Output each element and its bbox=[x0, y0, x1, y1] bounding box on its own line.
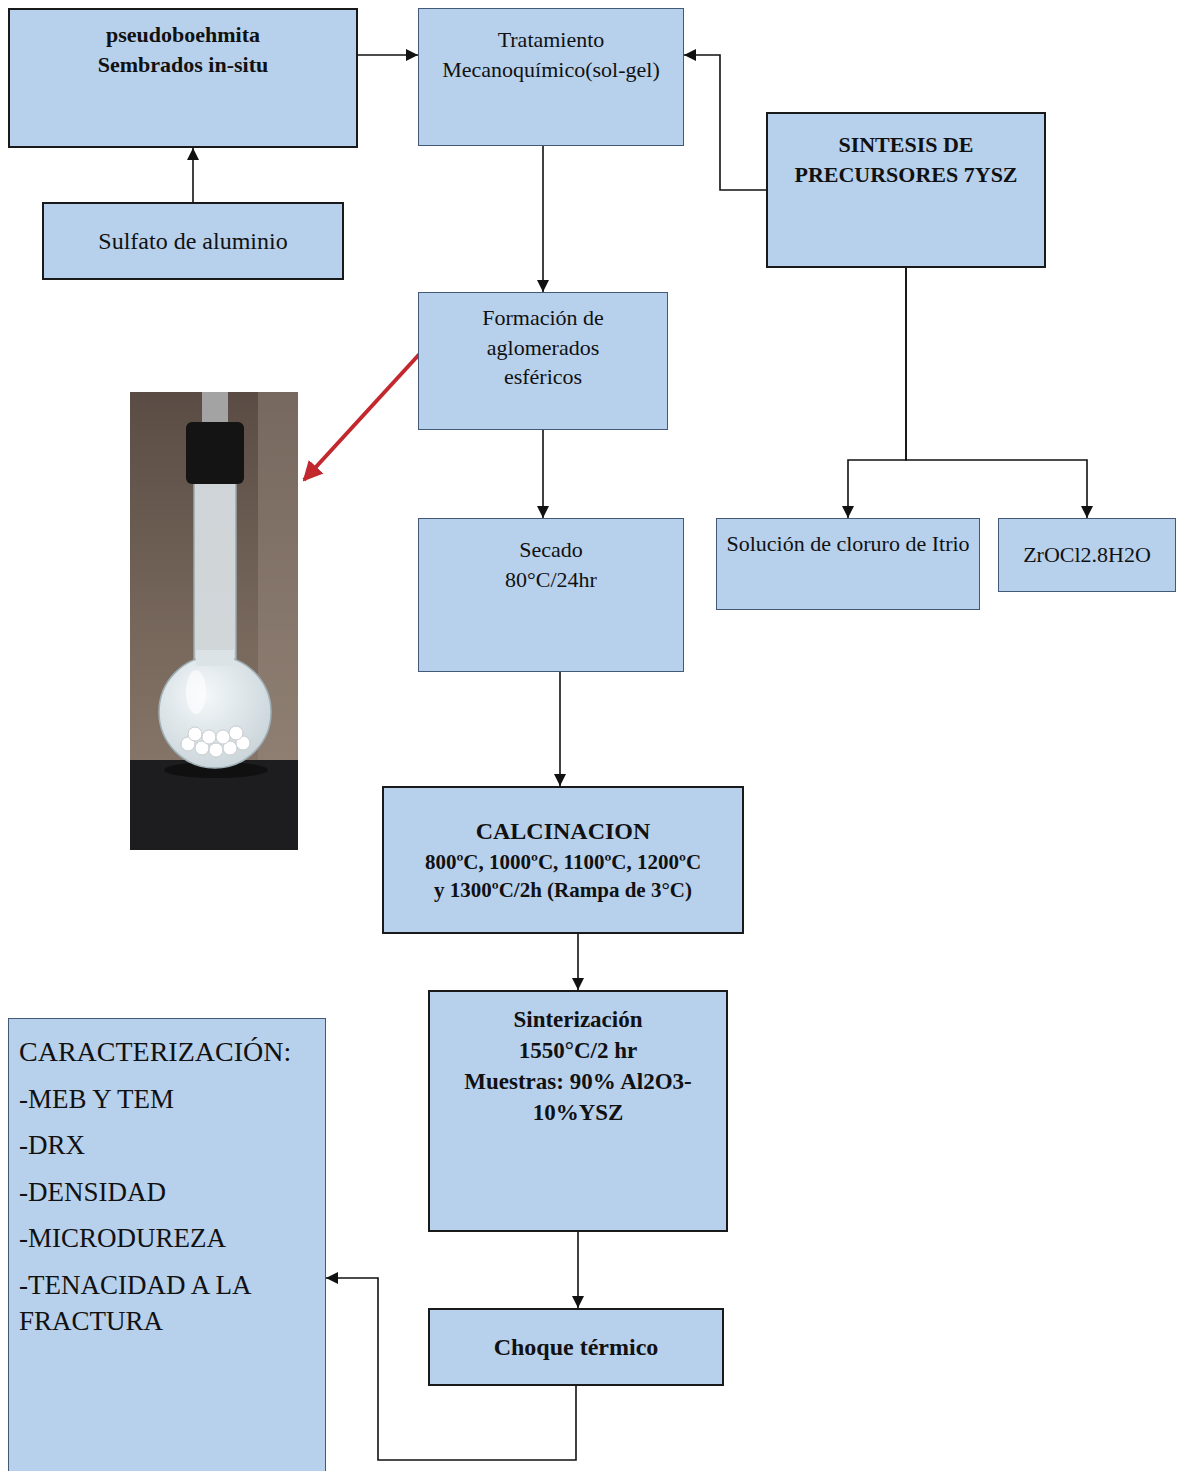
photo-background bbox=[130, 392, 298, 850]
flow-arrow bbox=[192, 148, 194, 202]
flow-arrow bbox=[358, 54, 418, 56]
flow-arrow bbox=[848, 268, 906, 518]
sphere bbox=[202, 730, 216, 744]
results-box: CARACTERIZACIÓN: -MEB Y TEM -DRX -DENSIDAD -… bbox=[8, 1018, 326, 1471]
node-detail: -DENSIDAD bbox=[19, 1174, 166, 1210]
input-box: ZrOCl2.8H2O bbox=[998, 518, 1176, 592]
flow-arrow bbox=[542, 430, 544, 518]
node-detail: -MEB Y TEM bbox=[19, 1081, 174, 1117]
node-text: Sinterización 1550°C/2 hr bbox=[493, 1004, 663, 1066]
node-text: CARACTERIZACIÓN: bbox=[19, 1033, 291, 1071]
input-box: Solución de cloruro de Itrio bbox=[716, 518, 980, 610]
process-box: Choque térmico bbox=[428, 1308, 724, 1386]
node-detail: 800ºC, 1000ºC, 1100ºC, 1200ºC y 1300ºC/2… bbox=[419, 848, 707, 905]
flow-arrow bbox=[906, 268, 1087, 518]
sphere bbox=[216, 730, 230, 744]
flask-rod bbox=[202, 392, 228, 426]
flow-arrow bbox=[559, 672, 561, 786]
node-text: CALCINACION bbox=[476, 815, 651, 847]
sphere bbox=[229, 726, 243, 740]
process-box: Secado 80°C/24hr bbox=[418, 518, 684, 672]
node-text: Formación de aglomerados esféricos bbox=[458, 303, 628, 392]
process-box: Formación de aglomerados esféricos bbox=[418, 292, 668, 430]
node-text: Sulfato de aluminio bbox=[98, 225, 287, 257]
flask-stopper bbox=[186, 422, 244, 484]
photo-counter bbox=[130, 760, 298, 850]
process-box: pseudoboehmita Sembrados in-situ bbox=[8, 8, 358, 148]
input-box: Sulfato de aluminio bbox=[42, 202, 344, 280]
flow-arrow bbox=[684, 55, 766, 190]
node-text: SINTESIS DE PRECURSORES 7YSZ bbox=[774, 130, 1038, 189]
node-text: ZrOCl2.8H2O bbox=[1023, 540, 1151, 570]
flask-neck bbox=[194, 452, 236, 670]
node-detail: Muestras: 90% Al2O3-10%YSZ bbox=[458, 1066, 698, 1128]
node-detail: -MICRODUREZA bbox=[19, 1220, 226, 1256]
process-box: Tratamiento Mecanoquímico(sol-gel) bbox=[418, 8, 684, 146]
spheres bbox=[181, 726, 250, 757]
sphere bbox=[188, 727, 202, 741]
flask-bulb bbox=[159, 656, 271, 768]
node-text: Tratamiento Mecanoquímico(sol-gel) bbox=[426, 25, 676, 84]
node-text: Solución de cloruro de Itrio bbox=[726, 529, 969, 559]
flask-highlight bbox=[186, 670, 206, 714]
node-text: Secado 80°C/24hr bbox=[486, 535, 616, 594]
node-detail: -DRX bbox=[19, 1127, 85, 1163]
node-text: pseudoboehmita Sembrados in-situ bbox=[68, 20, 298, 79]
node-detail: -TENACIDAD A LA FRACTURA bbox=[19, 1267, 315, 1340]
flask-photo bbox=[130, 392, 298, 850]
flow-arrow bbox=[577, 934, 579, 990]
node-text: Choque térmico bbox=[494, 1331, 659, 1363]
process-box: CALCINACION800ºC, 1000ºC, 1100ºC, 1200ºC… bbox=[382, 786, 744, 934]
flow-arrow bbox=[542, 146, 544, 292]
process-box: Sinterización 1550°C/2 hrMuestras: 90% A… bbox=[428, 990, 728, 1232]
leader-arrow bbox=[304, 336, 436, 480]
sphere bbox=[209, 743, 223, 757]
process-box: SINTESIS DE PRECURSORES 7YSZ bbox=[766, 112, 1046, 268]
flask-joint bbox=[196, 650, 234, 666]
flow-arrow bbox=[577, 1232, 579, 1308]
